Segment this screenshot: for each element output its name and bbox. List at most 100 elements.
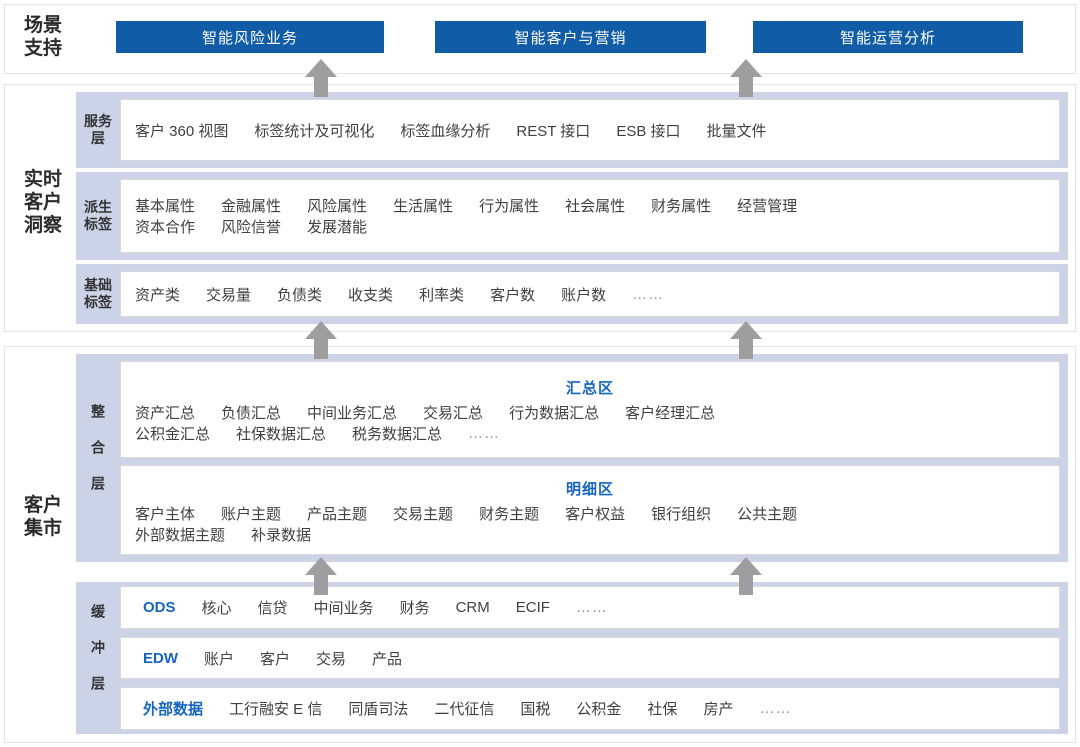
list-item[interactable]: REST 接口 xyxy=(516,122,591,140)
list-item-accent-external[interactable]: 外部数据 xyxy=(143,701,204,719)
list-item[interactable]: 资产类 xyxy=(135,286,181,304)
list-item[interactable]: 利率类 xyxy=(419,286,465,304)
list-item-accent-ods[interactable]: ODS xyxy=(143,598,176,616)
list-item[interactable]: 公共主题 xyxy=(737,505,798,523)
list-item[interactable]: ECIF xyxy=(515,598,550,616)
list-item[interactable]: 财务 xyxy=(399,599,430,617)
list-item[interactable]: 交易主题 xyxy=(393,505,454,523)
list-item[interactable]: 财务属性 xyxy=(651,198,712,215)
layer-integrate: 整合层 汇总区 资产汇总 负债汇总 中间业务汇总 交易汇总 行为数据汇总 客户经… xyxy=(76,354,1068,562)
list-item[interactable]: 社保 xyxy=(647,701,678,719)
insight-title-line-2: 客户 xyxy=(23,192,62,214)
list-item[interactable]: 账户 xyxy=(204,650,235,668)
list-item[interactable]: 生活属性 xyxy=(393,198,454,215)
list-item[interactable]: 资产汇总 xyxy=(135,405,196,423)
list-item[interactable]: 账户主题 xyxy=(221,505,282,523)
up-arrow-icon xyxy=(304,556,338,596)
list-item-accent-edw[interactable]: EDW xyxy=(143,649,178,667)
list-item[interactable]: 标签血缘分析 xyxy=(400,122,491,140)
list-item[interactable]: 社会属性 xyxy=(565,198,626,215)
list-item[interactable]: 客户数 xyxy=(490,286,536,304)
list-item[interactable]: 信贷 xyxy=(257,599,288,617)
scene-button-customer-marketing[interactable]: 智能客户与营销 xyxy=(435,21,706,53)
item-row: 客户主体 账户主题 产品主题 交易主题 财务主题 客户权益 银行组织 公共主题 xyxy=(121,503,1059,524)
list-item[interactable]: 银行组织 xyxy=(651,505,712,523)
list-item[interactable]: 社保数据汇总 xyxy=(236,426,327,444)
section-title-mart: 客户 集市 xyxy=(12,494,74,540)
list-item[interactable]: 公积金 xyxy=(576,701,622,719)
scene-title-line-2: 支持 xyxy=(23,38,62,60)
list-item[interactable]: 客户经理汇总 xyxy=(625,405,716,423)
list-item[interactable]: 中间业务汇总 xyxy=(307,405,398,423)
layer-box-derived-tags: 基本属性 金融属性 风险属性 生活属性 行为属性 社会属性 财务属性 经营管理 … xyxy=(120,179,1060,253)
list-item[interactable]: 负债类 xyxy=(277,286,323,304)
scene-button-risk[interactable]: 智能风险业务 xyxy=(116,21,384,53)
list-item[interactable]: 中间业务 xyxy=(313,599,374,617)
scene-title-line-1: 场景 xyxy=(23,15,62,36)
list-item[interactable]: 标签统计及可视化 xyxy=(254,122,375,140)
item-row: 客户 360 视图 标签统计及可视化 标签血缘分析 REST 接口 ESB 接口… xyxy=(121,120,1059,141)
list-item[interactable]: 核心 xyxy=(201,599,232,617)
list-item[interactable]: 交易 xyxy=(316,650,347,668)
zone-title-summary: 汇总区 xyxy=(565,380,614,398)
list-item[interactable]: 二代征信 xyxy=(434,701,495,719)
list-item[interactable]: 负债汇总 xyxy=(221,405,282,423)
list-item[interactable]: 客户 xyxy=(260,650,291,668)
list-item[interactable]: 交易量 xyxy=(206,286,252,304)
list-item[interactable]: 收支类 xyxy=(348,286,394,304)
list-item[interactable]: 产品主题 xyxy=(307,505,368,523)
list-item[interactable]: CRM xyxy=(455,598,490,616)
list-item[interactable]: 经营管理 xyxy=(737,198,798,215)
item-row: 外部数据 工行融安 E 信 同盾司法 二代征信 国税 公积金 社保 房产 …… xyxy=(121,688,1059,729)
list-item[interactable]: 补录数据 xyxy=(251,526,312,544)
layer-label-derived-line-1: 派生 xyxy=(84,199,112,216)
list-item[interactable]: 行为属性 xyxy=(479,198,540,215)
layer-service: 服务 层 客户 360 视图 标签统计及可视化 标签血缘分析 REST 接口 E… xyxy=(76,92,1068,168)
insight-title-line-1: 实时 xyxy=(23,169,62,190)
up-arrow-icon xyxy=(729,320,763,360)
list-item[interactable]: 房产 xyxy=(703,701,734,719)
mart-title-line-1: 客户 xyxy=(23,495,62,516)
buffer-box-edw: EDW 账户 客户 交易 产品 xyxy=(120,636,1060,680)
list-item[interactable]: 账户数 xyxy=(561,286,607,304)
list-item[interactable]: 同盾司法 xyxy=(348,701,409,719)
list-item[interactable]: 金融属性 xyxy=(221,198,282,215)
layer-buffer: 缓冲层 ODS 核心 信贷 中间业务 财务 CRM ECIF …… EDW xyxy=(76,582,1068,734)
list-item[interactable]: 发展潜能 xyxy=(307,219,368,236)
up-arrow-icon xyxy=(729,556,763,596)
buffer-box-ods: ODS 核心 信贷 中间业务 财务 CRM ECIF …… xyxy=(120,586,1060,629)
list-item[interactable]: 客户主体 xyxy=(135,505,196,523)
layer-label-basic-line-1: 基础 xyxy=(84,277,112,294)
layer-label-integrate: 整合层 xyxy=(76,354,120,562)
list-item[interactable]: 国税 xyxy=(520,701,551,719)
layer-label-integrate-char-3: 层 xyxy=(90,476,106,512)
zone-box-detail: 明细区 客户主体 账户主题 产品主题 交易主题 财务主题 客户权益 银行组织 公… xyxy=(120,465,1060,555)
list-item[interactable]: 税务数据汇总 xyxy=(352,426,443,444)
list-item[interactable]: ESB 接口 xyxy=(616,122,681,140)
item-row: 基本属性 金融属性 风险属性 生活属性 行为属性 社会属性 财务属性 经营管理 xyxy=(121,195,1059,216)
list-item[interactable]: 产品 xyxy=(372,650,403,668)
list-item[interactable]: 工行融安 E 信 xyxy=(229,701,323,719)
list-item[interactable]: 公积金汇总 xyxy=(135,426,211,444)
list-item[interactable]: 外部数据主题 xyxy=(135,526,226,544)
item-row: 资产汇总 负债汇总 中间业务汇总 交易汇总 行为数据汇总 客户经理汇总 xyxy=(121,402,1059,423)
section-title-insight: 实时 客户 洞察 xyxy=(12,168,74,238)
list-item[interactable]: 基本属性 xyxy=(135,198,196,215)
layer-label-basic-line-2: 标签 xyxy=(84,294,112,310)
list-item[interactable]: 行为数据汇总 xyxy=(509,405,600,423)
list-item-ellipsis: …… xyxy=(575,598,608,616)
list-item[interactable]: 资本合作 xyxy=(135,219,196,236)
list-item[interactable]: 客户 360 视图 xyxy=(135,122,229,140)
list-item[interactable]: 财务主题 xyxy=(479,505,540,523)
scene-button-operations-analysis[interactable]: 智能运营分析 xyxy=(753,21,1023,53)
up-arrow-icon xyxy=(729,58,763,98)
layer-label-buffer-char-1: 缓 xyxy=(90,604,106,640)
list-item[interactable]: 交易汇总 xyxy=(423,405,484,423)
layer-label-service-line-1: 服务 xyxy=(84,113,112,130)
list-item[interactable]: 风险信誉 xyxy=(221,219,282,236)
item-row: 外部数据主题 补录数据 xyxy=(121,524,1059,545)
layer-label-integrate-char-2: 合 xyxy=(90,440,106,476)
list-item[interactable]: 风险属性 xyxy=(307,198,368,215)
list-item[interactable]: 客户权益 xyxy=(565,505,626,523)
list-item[interactable]: 批量文件 xyxy=(706,122,767,140)
